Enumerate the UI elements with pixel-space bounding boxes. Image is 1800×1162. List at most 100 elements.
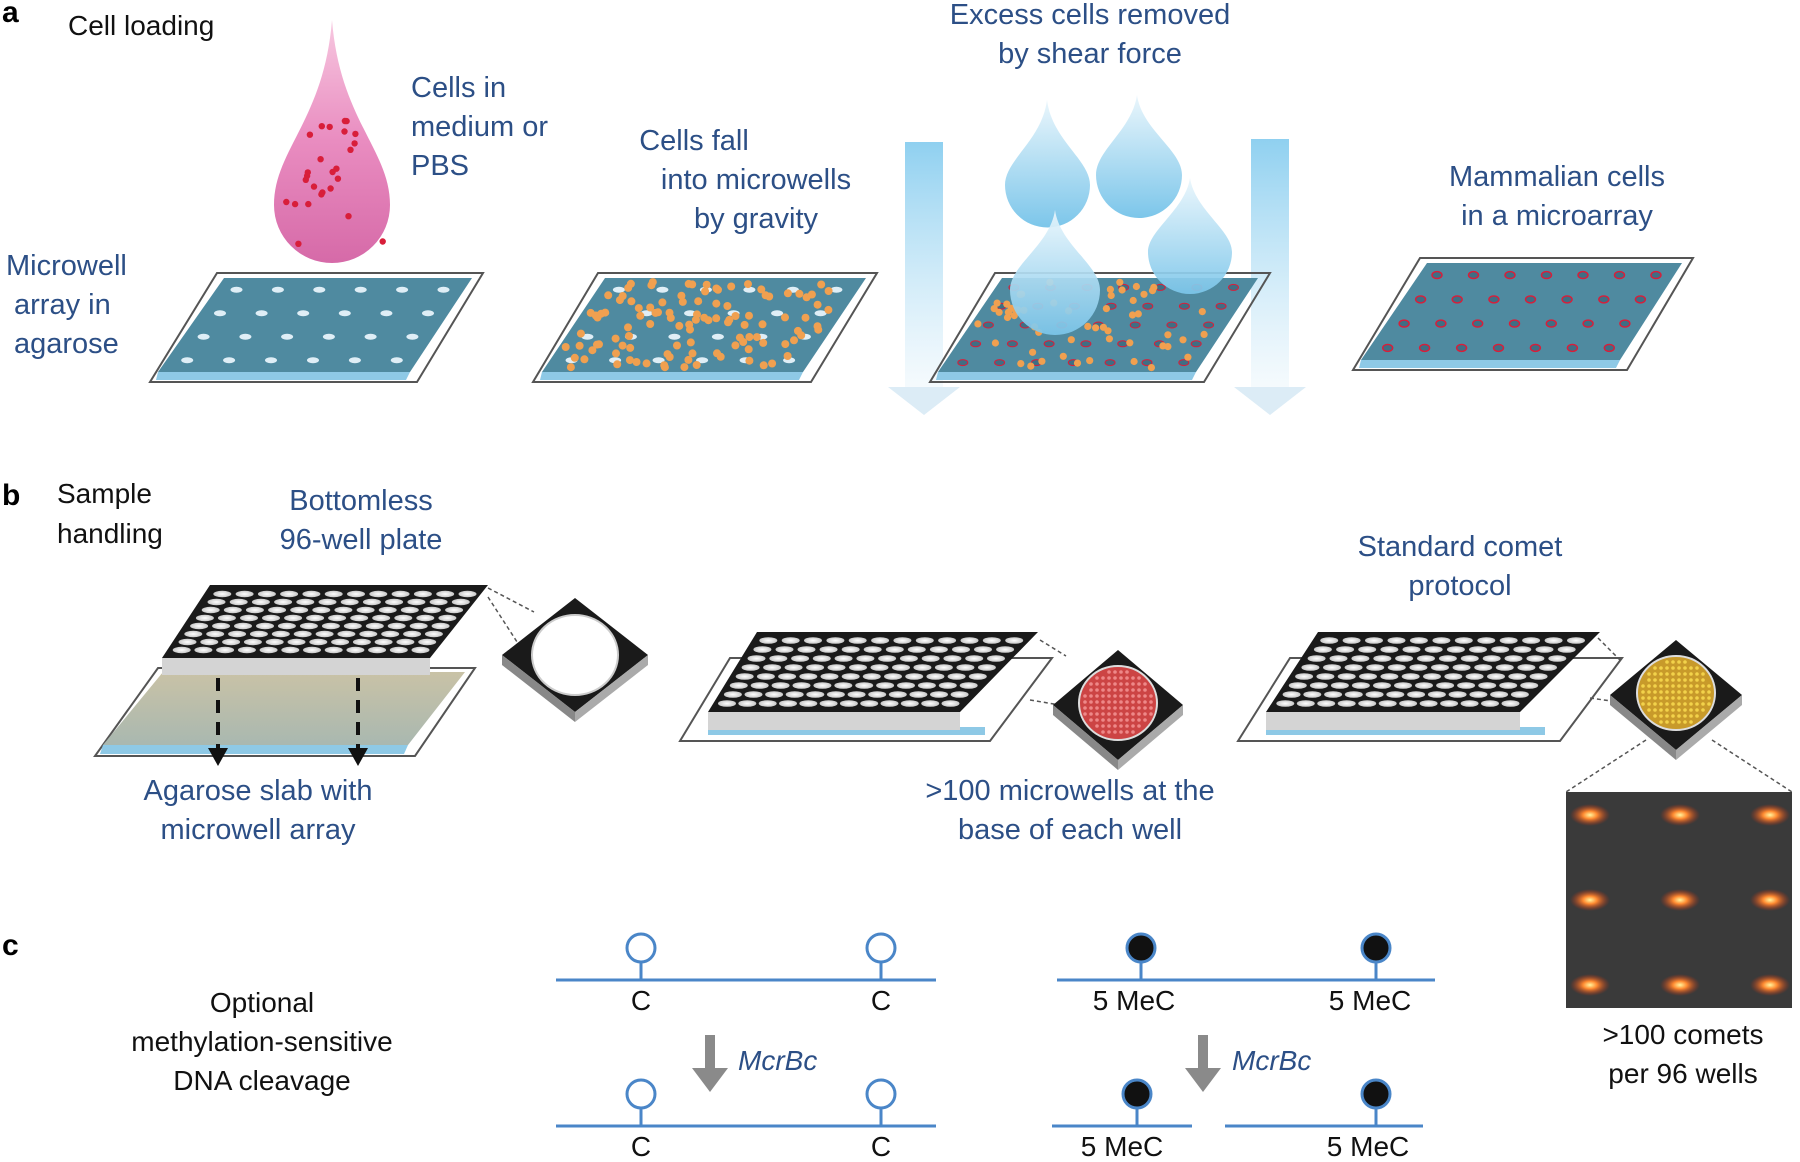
orange-cell xyxy=(758,320,767,329)
panel-c: c Optional methylation-sensitive DNA cle… xyxy=(2,929,1764,1162)
inset-cell xyxy=(1113,694,1117,698)
plate-well xyxy=(207,598,226,606)
loaded-microwell xyxy=(1492,343,1505,353)
inset-comet xyxy=(1683,666,1687,670)
droplet-cell xyxy=(351,140,358,147)
plate-well xyxy=(759,637,778,644)
plate-well xyxy=(915,637,934,644)
inset-cell xyxy=(1125,694,1129,698)
droplet-cell xyxy=(352,130,359,138)
plate-well xyxy=(431,622,450,630)
orange-cell xyxy=(570,353,579,362)
plate-well xyxy=(178,638,197,646)
orange-cell xyxy=(595,340,603,349)
inset-comet xyxy=(1695,678,1699,682)
orange-cell xyxy=(731,341,740,350)
plate-well xyxy=(1424,646,1443,653)
orange-cell xyxy=(688,280,697,289)
inset-cell xyxy=(1149,706,1153,710)
inset-comet xyxy=(1695,708,1699,712)
inset-comet xyxy=(1677,702,1681,706)
plate-well xyxy=(769,655,788,662)
plate-well xyxy=(1415,682,1433,689)
plate-well xyxy=(921,655,940,662)
plate-well xyxy=(1365,637,1383,644)
droplet-cell xyxy=(343,117,350,125)
plate-well xyxy=(917,682,936,689)
loaded-microwell xyxy=(1650,270,1662,280)
orange-cell xyxy=(576,329,585,338)
loaded-microwell xyxy=(1414,295,1427,304)
inset-cell xyxy=(1143,712,1147,716)
inset-cell xyxy=(1143,694,1147,698)
inset-cell xyxy=(1137,676,1141,680)
plate-well xyxy=(1407,691,1426,698)
plate-well xyxy=(172,646,191,654)
comet xyxy=(1750,804,1790,826)
droplet-cell xyxy=(317,156,324,163)
plate-well xyxy=(1474,664,1493,671)
orange-cell xyxy=(588,346,597,355)
plate-well xyxy=(216,646,235,654)
comet-protocol-label-line1: Standard comet xyxy=(1358,531,1563,563)
orange-cell xyxy=(813,322,822,331)
microwell xyxy=(265,357,277,364)
plate-well xyxy=(1344,664,1363,671)
methylated-site-4: 5 MeC xyxy=(1327,1131,1409,1162)
orange-cell xyxy=(665,353,674,361)
placement-arrows xyxy=(216,678,360,752)
droplet-label-line2: medium or xyxy=(411,111,548,143)
plate-well xyxy=(1282,691,1301,698)
microwell-label-line2: base of each well xyxy=(958,814,1182,846)
plate-well xyxy=(281,646,300,654)
inset-cell xyxy=(1107,676,1111,680)
inset-comet xyxy=(1647,690,1651,694)
plate-well xyxy=(1395,655,1414,662)
orange-cell xyxy=(636,311,645,320)
inset-comet xyxy=(1689,678,1693,682)
plate-well xyxy=(195,614,214,622)
orange-cell xyxy=(752,333,761,342)
inset-cell xyxy=(1113,712,1117,716)
plate-well xyxy=(343,622,362,630)
plate-well xyxy=(340,598,359,606)
plate-well xyxy=(299,622,318,630)
plate-well xyxy=(318,598,337,606)
result-label-line2: in a microarray xyxy=(1461,200,1653,232)
plate-well xyxy=(834,655,853,662)
microwell xyxy=(1178,359,1190,367)
microwell xyxy=(281,333,294,340)
plate-well xyxy=(1504,655,1523,662)
plate-well xyxy=(1366,664,1385,671)
plate-well xyxy=(1336,646,1355,653)
inset-comet xyxy=(1701,696,1705,700)
loaded-microwell xyxy=(1634,295,1647,304)
plate-well xyxy=(929,646,948,653)
plate-well xyxy=(779,700,797,707)
inset-comet xyxy=(1707,684,1711,688)
orange-cell xyxy=(654,308,662,317)
orange-cell xyxy=(724,318,732,327)
plate-well xyxy=(374,638,393,646)
plate-well xyxy=(771,682,790,689)
plate-well xyxy=(362,598,381,606)
unmethylated-site-1: C xyxy=(631,985,651,1016)
plate-well xyxy=(1313,646,1332,653)
orange-cell xyxy=(731,312,740,320)
plate-well xyxy=(826,691,845,698)
orange-cell xyxy=(745,311,753,320)
result-label-line1: Mammalian cells xyxy=(1449,161,1665,193)
microwell xyxy=(255,310,268,317)
microwell xyxy=(1228,283,1239,291)
plate-well xyxy=(880,700,899,707)
plate-well xyxy=(1452,664,1471,671)
plate-well xyxy=(1431,664,1449,671)
microwell xyxy=(771,310,784,317)
plate-well xyxy=(407,598,426,606)
inset-comet xyxy=(1689,720,1693,724)
inset-comet xyxy=(1689,666,1693,670)
plate-well xyxy=(387,622,406,630)
droplet-cell xyxy=(341,128,348,135)
inset-comet xyxy=(1653,714,1657,718)
plate-well xyxy=(296,598,315,606)
